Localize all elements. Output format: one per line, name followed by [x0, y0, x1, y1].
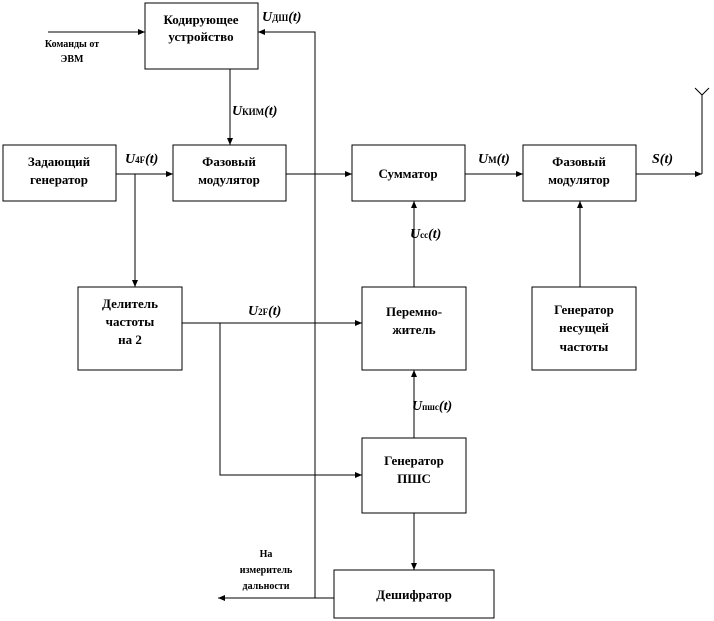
signal-u-pshs: Uпшс(t) — [412, 399, 452, 414]
note-range-meter-2: измеритель — [240, 565, 293, 576]
svg-text:Фазовый: Фазовый — [202, 154, 256, 169]
svg-text:генератор: генератор — [30, 172, 88, 187]
signal-u-4f: U4F(t) — [125, 152, 158, 167]
note-range-meter: На — [260, 549, 273, 560]
svg-text:Дешифратор: Дешифратор — [376, 587, 452, 602]
svg-text:несущей: несущей — [559, 320, 609, 335]
block-phase-modulator-1: Фазовый модулятор — [172, 144, 287, 202]
svg-text:модулятор: модулятор — [198, 172, 260, 187]
block-prs-generator: Генератор ПШС — [361, 437, 467, 514]
svg-text:Делитель: Делитель — [102, 296, 158, 311]
signal-s: S(t) — [652, 152, 673, 167]
block-frequency-divider: Делитель частоты на 2 — [77, 286, 183, 371]
block-encoder: Кодирующее устройство — [144, 2, 259, 70]
svg-text:частоты: частоты — [560, 339, 609, 354]
svg-text:Кодирующее: Кодирующее — [164, 12, 239, 27]
block-decoder: Дешифратор — [333, 569, 495, 619]
note-range-meter-3: дальности — [243, 581, 290, 592]
svg-text:житель: житель — [392, 322, 435, 337]
divider-to-prs — [219, 323, 362, 478]
svg-text:устройство: устройство — [168, 29, 233, 44]
feedback-to-encoder — [258, 29, 316, 598]
svg-text:частоты: частоты — [106, 314, 155, 329]
signal-u-cc: Ucc(t) — [410, 227, 441, 242]
svg-text:Сумматор: Сумматор — [378, 166, 437, 181]
svg-text:Генератор: Генератор — [554, 302, 614, 317]
note-commands: Команды от — [45, 39, 99, 50]
svg-text:ПШС: ПШС — [397, 471, 431, 486]
svg-text:модулятор: модулятор — [548, 172, 610, 187]
block-multiplier: Перемно- житель — [361, 286, 467, 371]
connections — [48, 29, 710, 601]
svg-text:Фазовый: Фазовый — [552, 154, 606, 169]
note-commands-2: ЭВМ — [61, 54, 84, 65]
svg-text:на 2: на 2 — [118, 332, 142, 347]
signal-u-m: UM(t) — [478, 152, 510, 167]
antenna-icon — [694, 87, 710, 96]
signal-u-dsh: UДШ(t) — [262, 10, 301, 25]
signal-u-kim: UКИМ(t) — [232, 104, 277, 119]
svg-text:Перемно-: Перемно- — [386, 304, 442, 319]
block-adder: Сумматор — [351, 144, 466, 202]
block-phase-modulator-2: Фазовый модулятор — [522, 144, 637, 202]
signal-u-2f: U2F(t) — [248, 304, 281, 319]
svg-text:Задающий: Задающий — [28, 154, 91, 169]
block-carrier-generator: Генератор несущей частоты — [531, 286, 637, 371]
block-master-generator: Задающий генератор — [2, 144, 117, 202]
svg-text:Генератор: Генератор — [384, 453, 444, 468]
